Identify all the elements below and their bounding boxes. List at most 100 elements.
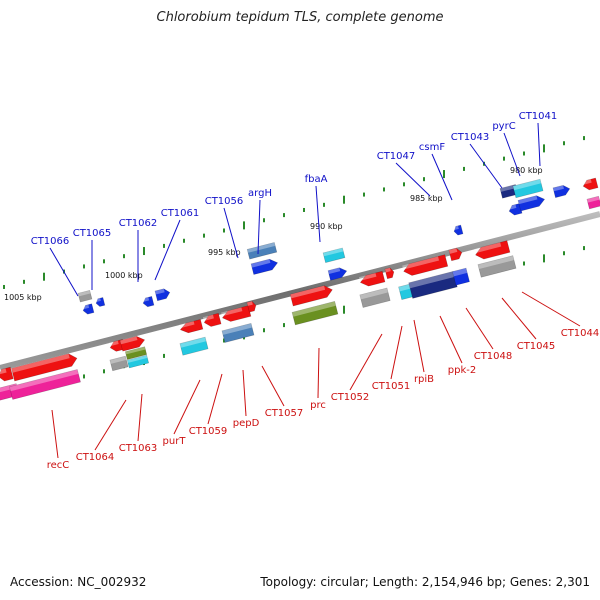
gene-reverse-15 — [289, 285, 333, 307]
gene-reverse-7 — [124, 346, 148, 360]
gene-reverse-26 — [477, 255, 517, 278]
gene-label-bottom: CT1045 — [517, 341, 556, 352]
leader-top — [315, 185, 321, 243]
gene-reverse-17 — [359, 270, 386, 287]
gene-reverse-14 — [221, 323, 255, 343]
gene-reverse-20 — [402, 254, 449, 276]
leader-top — [49, 247, 79, 297]
gene-label-bottom: CT1051 — [372, 381, 411, 392]
gene-label-top: CT1056 — [205, 196, 244, 207]
gene-forward-1 — [82, 303, 95, 315]
gene-label-bottom: purT — [163, 436, 187, 447]
leader-top — [257, 199, 261, 255]
leader-top — [469, 143, 503, 189]
scale-label: 1000 kbp — [105, 271, 143, 280]
gene-forward-8 — [327, 267, 348, 281]
gene-reverse-3 — [9, 369, 81, 400]
gene-label-top: CT1047 — [377, 151, 416, 162]
gene-label-bottom: CT1064 — [76, 452, 115, 463]
scale-label: 995 kbp — [208, 248, 241, 257]
gene-reverse-0 — [0, 366, 14, 382]
leader-top — [223, 207, 239, 259]
scale-label: 985 kbp — [410, 194, 443, 203]
gene-reverse-5 — [119, 335, 146, 352]
leader-bottom — [94, 399, 127, 451]
gene-reverse-12 — [246, 300, 257, 313]
gene-label-bottom: prc — [310, 400, 326, 411]
gene-reverse-23 — [408, 271, 458, 299]
gene-label-bottom: CT1048 — [474, 351, 513, 362]
gene-label-bottom: rpiB — [414, 374, 434, 385]
accession-text: Accession: NC_002932 — [10, 575, 147, 589]
gene-reverse-22 — [398, 283, 414, 300]
gene-reverse-13 — [179, 336, 209, 356]
leader-top — [503, 132, 521, 177]
gene-forward-5 — [246, 242, 278, 260]
gene-label-bottom: CT1059 — [189, 426, 228, 437]
gene-label-top: pyrC — [492, 121, 515, 132]
leader-top — [395, 162, 431, 197]
gene-features — [0, 177, 600, 401]
gene-label-top: CT1061 — [161, 208, 200, 219]
gene-forward-16 — [586, 195, 600, 210]
leader-top — [537, 122, 541, 167]
gene-reverse-1 — [11, 353, 78, 382]
gene-label-top: CT1066 — [31, 236, 70, 247]
leader-bottom — [317, 347, 320, 399]
gene-reverse-18 — [384, 267, 395, 280]
gene-label-top: CT1062 — [119, 218, 158, 229]
gene-reverse-25 — [474, 240, 511, 260]
scale-label: 990 kbp — [310, 222, 343, 231]
gene-label-bottom: CT1044 — [561, 328, 600, 339]
gene-reverse-19 — [359, 287, 391, 308]
gene-reverse-21 — [448, 247, 463, 262]
map-title: Chlorobium tepidum TLS, complete genome — [156, 10, 444, 25]
gene-reverse-11 — [221, 305, 252, 322]
gene-label-top: CT1043 — [451, 132, 490, 143]
leader-bottom — [390, 325, 403, 380]
gene-forward-7 — [322, 247, 346, 263]
leader-top — [154, 219, 181, 281]
leader-bottom — [173, 379, 201, 435]
gene-forward-13 — [517, 195, 546, 212]
gene-label-bottom: CT1057 — [265, 408, 304, 419]
leader-bottom — [242, 369, 247, 417]
gene-label-top: CT1065 — [73, 228, 112, 239]
leader-bottom — [137, 393, 143, 442]
gene-reverse-9 — [179, 319, 204, 334]
gene-forward-0 — [77, 289, 93, 303]
gene-forward-3 — [142, 296, 155, 308]
gene-forward-15 — [581, 177, 599, 191]
gene-label-top: fbaA — [305, 174, 328, 185]
leader-bottom — [501, 297, 537, 340]
gene-reverse-8 — [126, 354, 150, 369]
leader-bottom — [51, 409, 59, 459]
gene-forward-14 — [552, 184, 571, 198]
genome-backbone — [0, 211, 600, 371]
gene-reverse-6 — [109, 355, 129, 372]
gene-label-top: csmF — [419, 142, 445, 153]
gene-reverse-10 — [202, 312, 222, 327]
gene-forward-9 — [453, 224, 464, 236]
leader-bottom — [521, 291, 581, 327]
gene-label-top: argH — [248, 188, 272, 199]
scale-label: 980 kbp — [510, 166, 543, 175]
leader-top — [431, 153, 453, 201]
gene-label-bottom: CT1052 — [331, 392, 370, 403]
gene-label-bottom: recC — [47, 460, 70, 471]
leader-bottom — [465, 307, 494, 350]
gene-forward-12 — [507, 203, 523, 216]
scale-label: 1005 kbp — [4, 293, 42, 302]
gene-label-top: CT1041 — [519, 111, 558, 122]
leader-bottom — [349, 333, 383, 391]
gene-forward-11 — [512, 178, 544, 199]
leader-bottom — [413, 319, 425, 373]
leader-bottom — [261, 365, 285, 407]
gene-forward-2 — [95, 297, 106, 307]
gene-label-bottom: ppk-2 — [448, 365, 476, 376]
topology-text: Topology: circular; Length: 2,154,946 bp… — [260, 575, 590, 589]
gene-label-bottom: pepD — [233, 418, 260, 429]
leader-bottom — [439, 315, 463, 364]
